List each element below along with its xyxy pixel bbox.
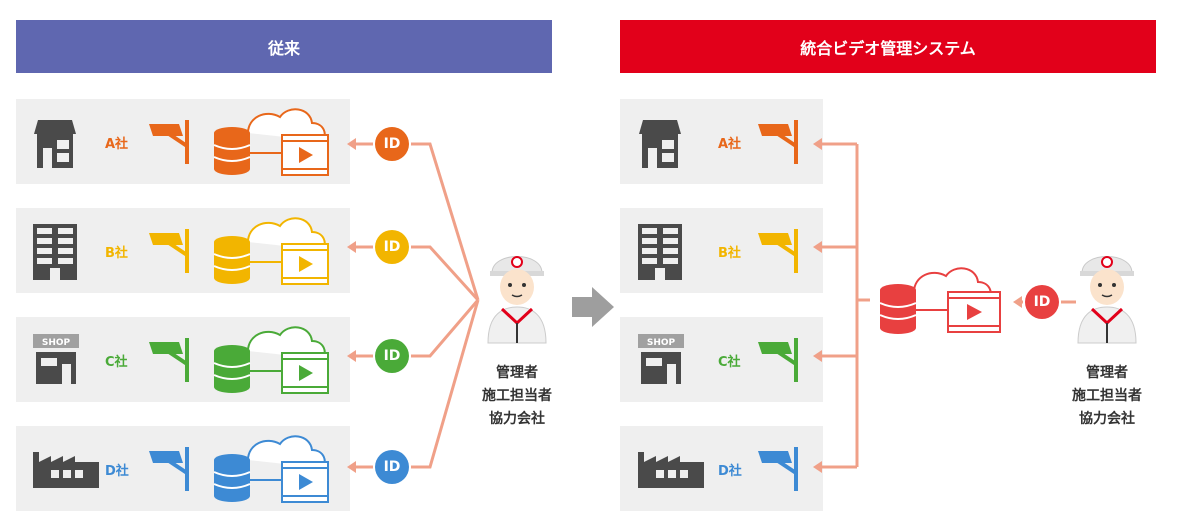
company-label-c-left: C社 [105, 355, 128, 370]
role-line: 施工担当者 [1072, 388, 1142, 404]
security-camera-icon [758, 447, 798, 491]
role-line: 管理者 [1086, 365, 1128, 381]
company-label-b-right: B社 [718, 246, 741, 261]
security-camera-icon [758, 338, 798, 382]
company-label-a-left: A社 [105, 137, 129, 152]
roles-label-left: 管理者 施工担当者 協力会社 [457, 362, 577, 431]
security-camera-icon [149, 338, 189, 382]
office-building-icon [33, 224, 77, 280]
id-badge-label: ID [383, 459, 401, 475]
house-icon [639, 120, 681, 168]
integrated-header: 統合ビデオ管理システム [620, 20, 1156, 73]
id-badge-c: ID [375, 339, 409, 373]
shop-icon: SHOP [33, 334, 79, 384]
factory-icon [33, 452, 99, 488]
office-building-icon [638, 224, 682, 280]
cloud-storage-icon [213, 326, 329, 394]
id-badge-label: ID [1033, 294, 1051, 310]
id-badge-b: ID [375, 230, 409, 264]
id-badge-a: ID [375, 127, 409, 161]
company-label-b-left: B社 [105, 246, 128, 261]
worker-icon [1077, 256, 1137, 344]
id-badge-label: ID [383, 348, 401, 364]
cloud-storage-icon [213, 217, 329, 285]
role-line: 施工担当者 [482, 388, 552, 404]
worker-icon [487, 256, 547, 344]
company-label-a-right: A社 [718, 137, 742, 152]
shop-sign-text: SHOP [647, 338, 676, 348]
security-camera-icon [149, 120, 189, 164]
security-camera-icon [149, 447, 189, 491]
role-line: 管理者 [496, 365, 538, 381]
company-label-c-right: C社 [718, 355, 741, 370]
cloud-storage-icon [213, 435, 329, 503]
company-label-d-right: D社 [718, 464, 742, 479]
transition-arrow-icon [572, 287, 614, 327]
security-camera-icon [758, 120, 798, 164]
conventional-header-label: 従来 [267, 38, 300, 58]
shop-sign-text: SHOP [42, 338, 71, 348]
factory-icon [638, 452, 704, 488]
conventional-header: 従来 [16, 20, 552, 73]
id-badge-label: ID [383, 136, 401, 152]
house-icon [34, 120, 76, 168]
company-label-d-left: D社 [105, 464, 129, 479]
integrated-header-label: 統合ビデオ管理システム [800, 38, 976, 58]
id-badge-d: ID [375, 450, 409, 484]
security-camera-icon [758, 229, 798, 273]
security-camera-icon [149, 229, 189, 273]
id-badge-integrated: ID [1025, 285, 1059, 319]
cloud-storage-icon [213, 108, 329, 176]
role-line: 協力会社 [1079, 411, 1135, 427]
role-line: 協力会社 [489, 411, 545, 427]
integrated-cloud-storage-icon [879, 267, 1001, 334]
roles-label-right: 管理者 施工担当者 協力会社 [1047, 362, 1167, 431]
shop-icon: SHOP [638, 334, 684, 384]
id-badge-label: ID [383, 239, 401, 255]
